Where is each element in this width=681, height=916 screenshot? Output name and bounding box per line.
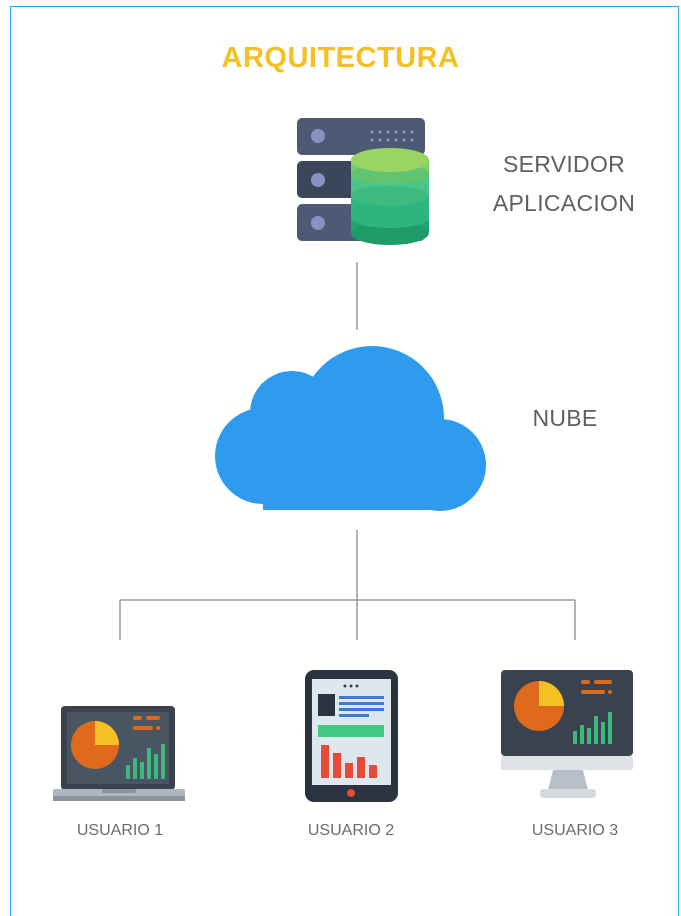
laptop-dashboard-icon [53,706,185,801]
diagram-frame [10,6,679,916]
user-3-label: USUARIO 3 [531,822,619,839]
cloud-label: NUBE [532,405,598,431]
diagram-title: ARQUITECTURA [221,42,460,74]
server-label-line1: SERVIDOR [502,151,626,177]
desktop-monitor-dashboard-icon [501,670,633,798]
server-database-icon [297,118,429,245]
user-1-label: USUARIO 1 [76,822,164,839]
cloud-icon [215,346,486,511]
server-label: SERVIDOR APLICACION [474,145,654,223]
connector-lines [119,262,576,640]
user-2-label: USUARIO 2 [307,822,395,839]
tablet-dashboard-icon [305,670,398,802]
server-label-line2: APLICACION [492,190,636,216]
